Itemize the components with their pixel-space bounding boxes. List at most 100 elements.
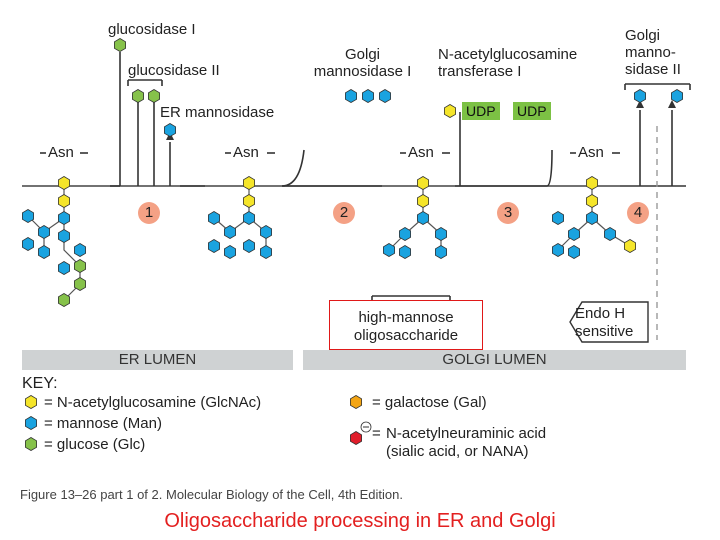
key-glucose-swatch: [24, 437, 37, 451]
s1-glcnac-2: [58, 194, 70, 208]
step-3-number: 3: [503, 204, 513, 221]
s2-glcnac-2: [242, 194, 256, 208]
mannose-removed-gm2-1: [634, 89, 646, 103]
step-2-curve: [281, 149, 305, 187]
slide-caption: Oligosaccharide processing in ER and Gol…: [164, 510, 556, 532]
step-3-curve: [546, 149, 553, 187]
s3-man-5: [434, 245, 448, 259]
high-mannose-line1: high-mannose: [358, 309, 454, 326]
key-glcnac: = N-acetylglucosamine (GlcNAc): [44, 394, 262, 411]
golgi-mannosidase-2-line3: sidase II: [625, 61, 681, 78]
key-glcnac-swatch: [24, 395, 37, 409]
glucose-removed-g1: [114, 38, 126, 52]
glucosidase-2-label: glucosidase II: [128, 62, 220, 79]
mannose-removed-gm1-2: [361, 89, 375, 103]
step-3-circle: [497, 202, 519, 224]
glcnac-transferase-label: N-acetylglucosamine transferase I: [438, 46, 577, 80]
s1-man-b2: [74, 243, 86, 257]
mannose-removed-gm1-1: [344, 89, 358, 103]
key-glucose: = glucose (Glc): [44, 436, 146, 453]
s4-glcnac-new: [624, 239, 636, 253]
mannose-removed-gm1-3: [378, 89, 392, 103]
s2-man-2: [207, 211, 221, 225]
glcnac-added: [443, 104, 457, 118]
s1-man-b3: [58, 261, 70, 275]
step-1-circle: [138, 202, 160, 224]
asn-label-2: Asn: [233, 144, 259, 161]
s1-man-a4: [38, 245, 50, 259]
high-mannose-box: high-mannose oligosaccharide: [329, 300, 483, 350]
step-2-circle: [333, 202, 355, 224]
step-1-number: 1: [144, 204, 154, 221]
step-4-number: 4: [633, 204, 643, 221]
glcnac-transferase-line2: transferase I: [438, 63, 522, 80]
golgi-lumen-band: GOLGI LUMEN: [303, 350, 686, 370]
asn-label-3: Asn: [408, 144, 434, 161]
key-nana-swatch: [349, 431, 363, 445]
key-galactose: = galactose (Gal): [372, 394, 487, 411]
s3-glcnac-1: [416, 176, 430, 190]
s4-man-1: [568, 227, 580, 241]
glcnac-transferase-line1: N-acetylglucosamine: [438, 46, 578, 63]
golgi-mannosidase-2-arrowhead-2: [668, 100, 676, 108]
sugar-residues: [21, 38, 683, 451]
s1-glc-3: [58, 293, 70, 307]
udp-box-1: UDP: [462, 102, 500, 120]
step-2-number: 2: [339, 204, 349, 221]
s2-man-6: [259, 245, 273, 259]
s3-glcnac-2: [416, 194, 430, 208]
s4-glcnac-2: [586, 194, 598, 208]
s4-glcnac-1: [586, 176, 598, 190]
glucose-removed-g2-1: [131, 89, 145, 103]
glucose-removed-g2-2: [147, 89, 161, 103]
s4-man-core: [586, 211, 598, 225]
s1-man-b1: [58, 229, 70, 243]
udp-box-2: UDP: [513, 102, 551, 120]
s1-glc-1: [74, 259, 86, 273]
er-lumen-band: ER LUMEN: [22, 350, 293, 370]
s3-man-core: [416, 211, 430, 225]
high-mannose-line2: oligosaccharide: [353, 327, 459, 344]
golgi-mannosidase-2-line2: manno-: [625, 44, 676, 61]
connector-lines: [22, 40, 691, 343]
key-nana-line2: (sialic acid, or NANA): [386, 443, 529, 460]
golgi-mannosidase-1-line1: Golgi: [344, 46, 381, 63]
step-4-circle: [627, 202, 649, 224]
s3-man-3: [398, 245, 412, 259]
glucosidase-1-label: glucosidase I: [108, 21, 196, 38]
s3-man-4: [434, 227, 448, 241]
s3-man-1: [398, 227, 412, 241]
s2-glcnac-1: [242, 176, 256, 190]
endo-h-line2: sensitive: [575, 323, 634, 340]
s4-man-5: [604, 227, 616, 241]
endo-h-line1: Endo H: [575, 305, 626, 322]
s3-man-2: [382, 243, 396, 257]
s2-man-1: [223, 225, 237, 239]
endo-h-box: [569, 301, 649, 343]
asn-label-1: Asn: [48, 144, 74, 161]
er-mannosidase-label: ER mannosidase: [160, 104, 275, 121]
s1-glcnac-1: [58, 176, 70, 190]
mannose-removed-er: [163, 123, 177, 137]
key-title: KEY:: [22, 375, 58, 392]
s1-man-a3: [21, 237, 34, 251]
s4-man-3: [552, 243, 564, 257]
golgi-mannosidase-1-line2: mannosidase I: [313, 63, 412, 80]
s4-man-2: [552, 211, 564, 225]
golgi-mannosidase-2-label: Golgi manno- sidase II: [625, 27, 681, 78]
golgi-mannosidase-1-label: Golgi mannosidase I: [300, 46, 425, 80]
key-galactose-swatch: [349, 395, 363, 409]
s4-man-4: [568, 245, 580, 259]
asn-label-4: Asn: [578, 144, 604, 161]
s2-man-7: [242, 239, 256, 253]
golgi-mannosidase-2-line1: Golgi: [625, 27, 661, 44]
key-nana-line1: N-acetylneuraminic acid: [386, 425, 547, 442]
golgi-mannosidase-2-arrowhead-1: [636, 100, 644, 108]
key-mannose-swatch: [24, 416, 37, 430]
s2-man-4: [223, 245, 237, 259]
mannose-removed-gm2-2: [671, 89, 683, 103]
s2-man-3: [207, 239, 221, 253]
s2-man-core: [242, 211, 256, 225]
s1-man-core: [58, 211, 70, 225]
